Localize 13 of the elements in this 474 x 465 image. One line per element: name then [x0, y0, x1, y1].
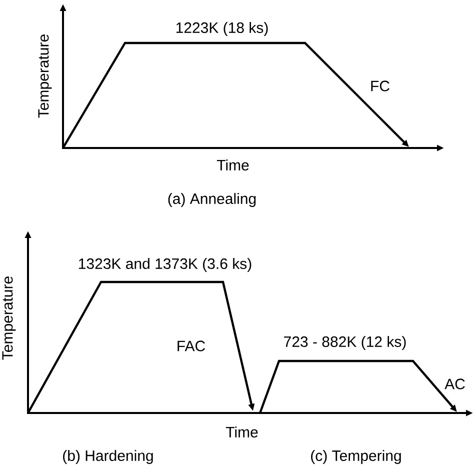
panel-caption: (b) Hardening: [63, 450, 153, 464]
axis-label: Temperature: [2, 276, 16, 360]
temperature-label: 1323K and 1373K (3.6 ks): [79, 258, 252, 272]
axis-label: Time: [216, 159, 249, 170]
panel-caption: (c) Tempering: [311, 450, 401, 464]
temperature-label: 1223K (18 ks): [176, 22, 268, 36]
temperature-label: 723 - 882K (12 ks): [284, 336, 406, 350]
cooling-label: AC: [444, 378, 465, 390]
cooling-label: FAC: [178, 340, 206, 352]
panel-caption: (a) Annealing: [168, 193, 256, 207]
axis-label: Temperature: [38, 34, 52, 118]
cooling-label: FC: [371, 80, 390, 92]
axis-label: Time: [226, 426, 258, 438]
